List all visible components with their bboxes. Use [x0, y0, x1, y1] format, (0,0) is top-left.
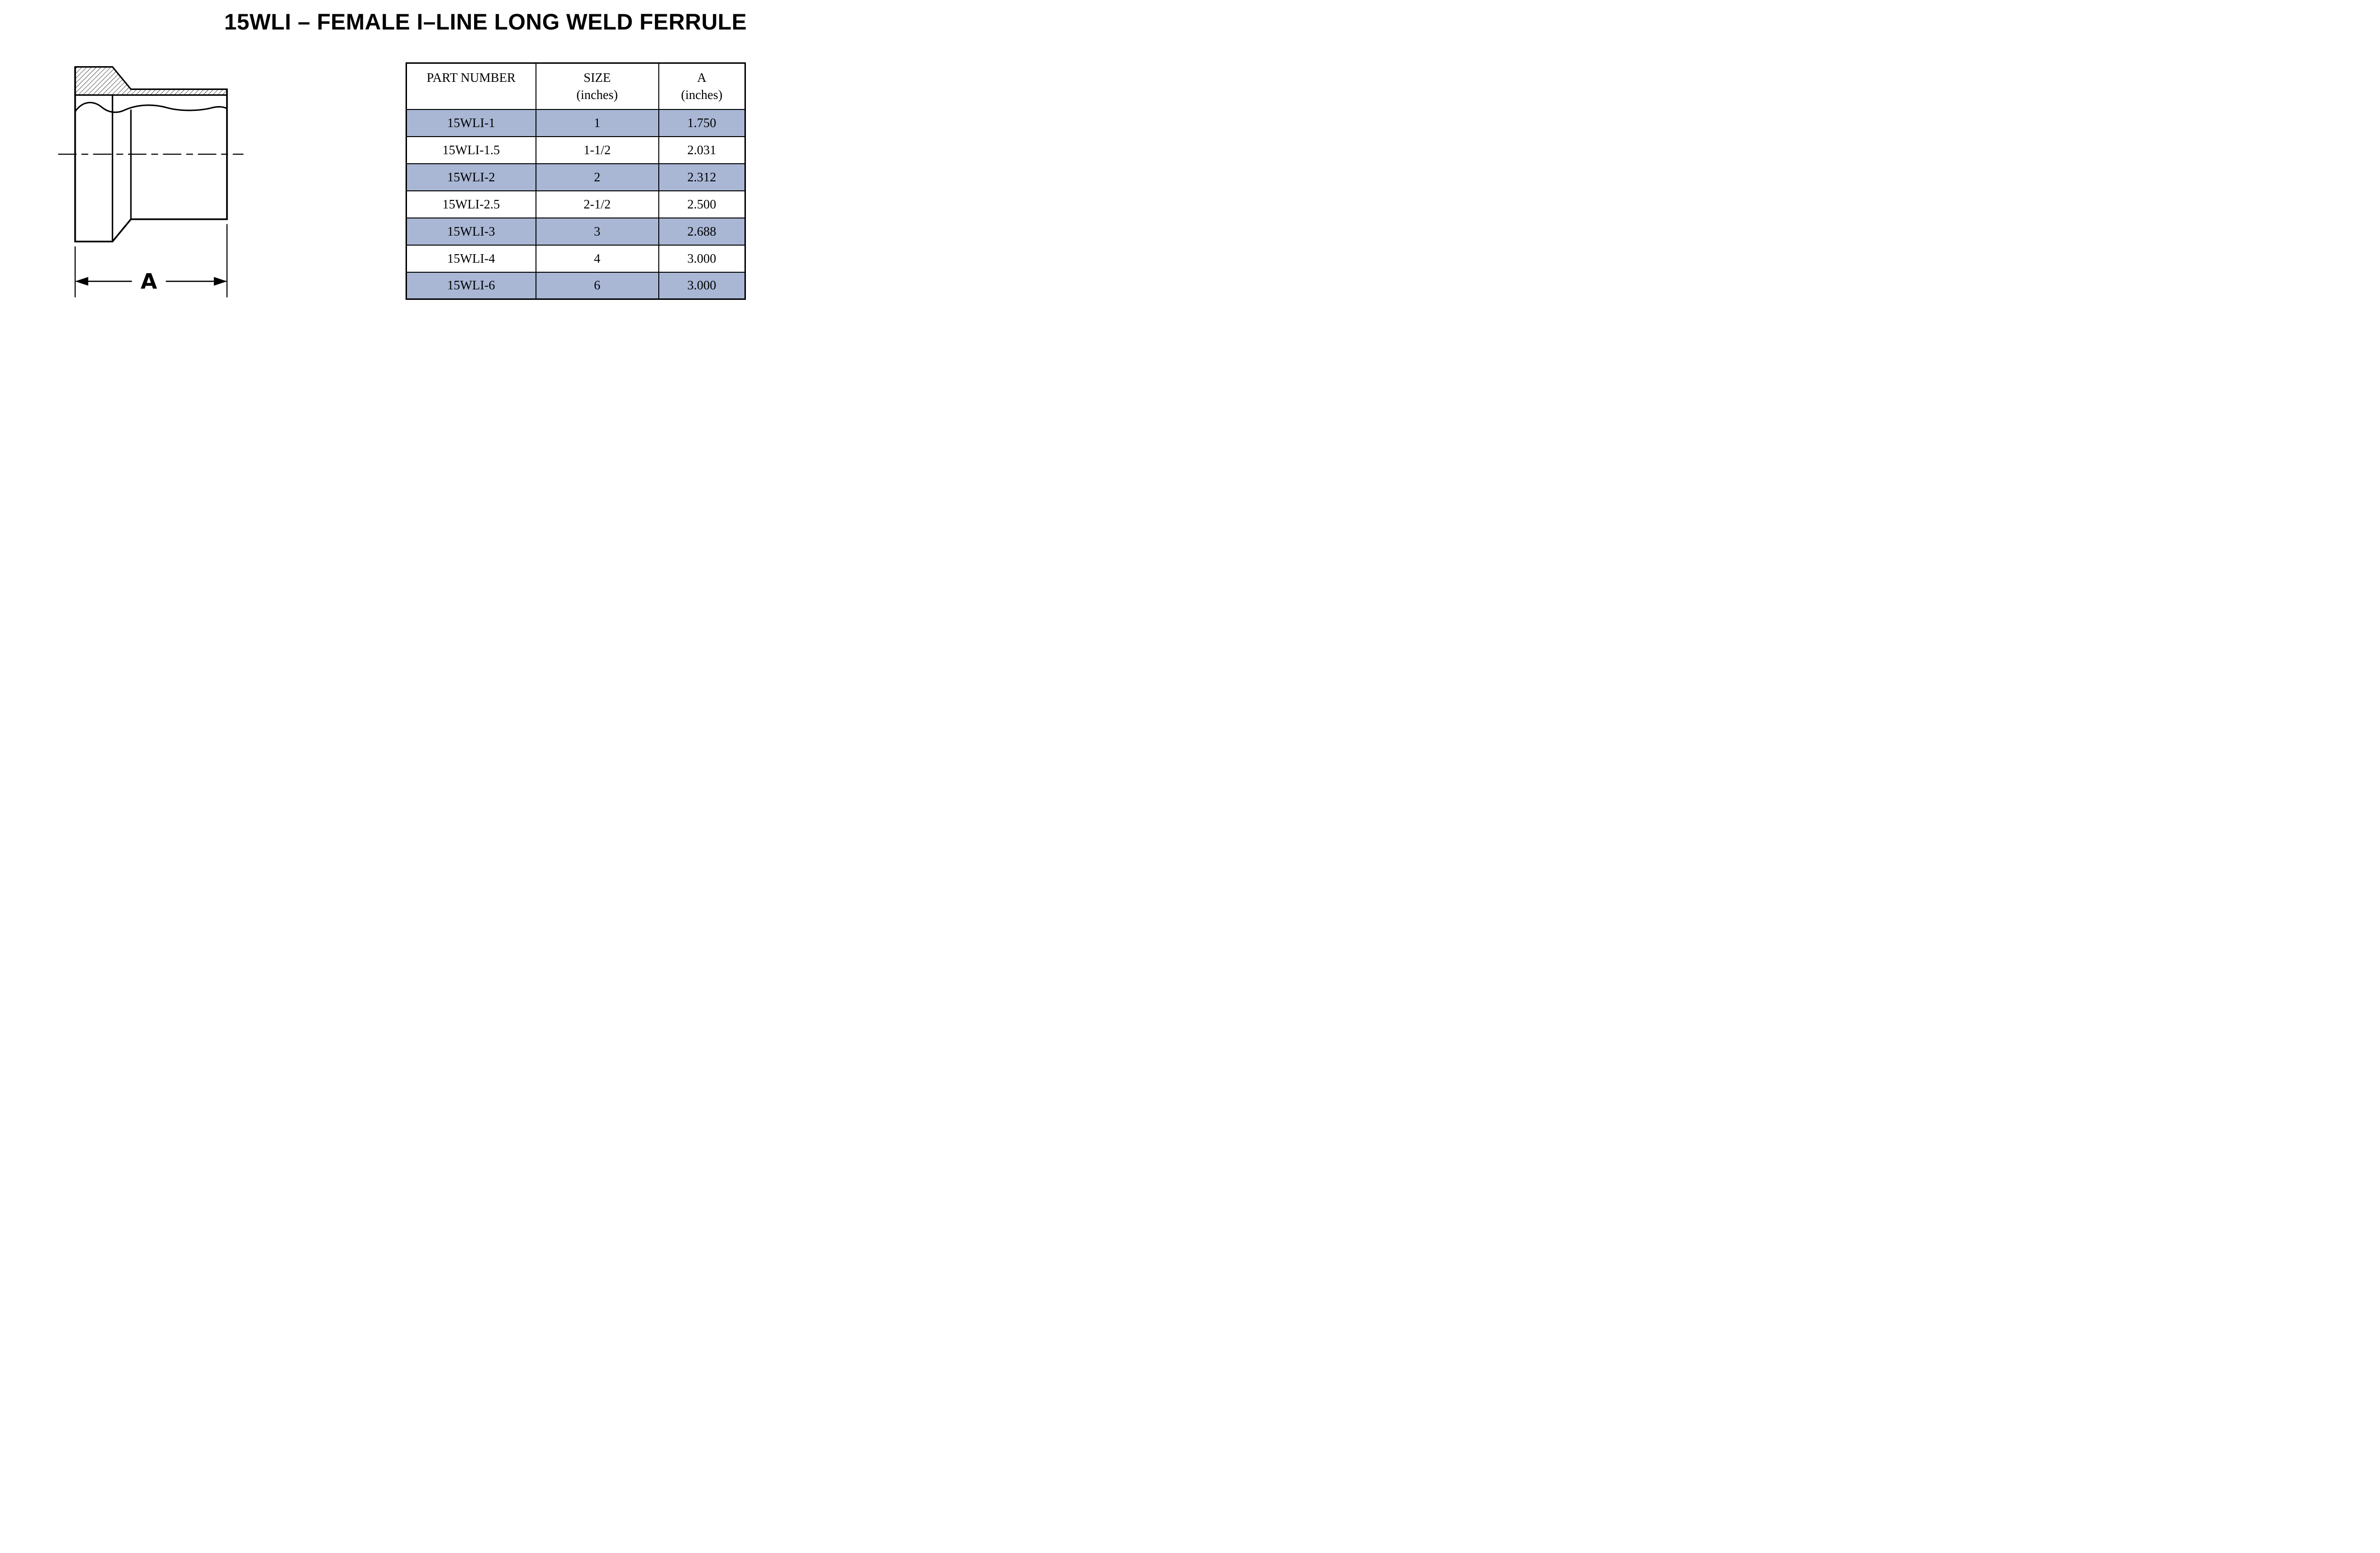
- ferrule-spec-table: PART NUMBER SIZE (inches) A (inches) 15W…: [406, 62, 746, 300]
- dimension-label: A: [140, 268, 157, 294]
- part-number-cell: 15WLI-2.5: [406, 190, 536, 218]
- table-row: 15WLI-3 3 2.688: [406, 217, 746, 246]
- arrowhead-right: [214, 277, 227, 286]
- part-number-cell: 15WLI-6: [406, 271, 536, 300]
- a-cell: 2.312: [658, 163, 746, 191]
- size-cell: 6: [535, 271, 659, 300]
- size-cell: 2: [535, 163, 659, 191]
- size-cell: 1-1/2: [535, 136, 659, 164]
- page-title: 15WLI – FEMALE I–LINE LONG WELD FERRULE: [224, 9, 747, 34]
- a-cell: 3.000: [658, 244, 746, 273]
- header-a-sub: (inches): [681, 88, 723, 102]
- size-cell: 2-1/2: [535, 190, 659, 218]
- header-a: A (inches): [658, 62, 746, 110]
- table-row: 15WLI-6 6 3.000: [406, 271, 746, 300]
- part-number-cell: 15WLI-1: [406, 109, 536, 137]
- ferrule-technical-drawing: A: [58, 66, 244, 297]
- part-number-cell: 15WLI-1.5: [406, 136, 536, 164]
- table-row: 15WLI-2.5 2-1/2 2.500: [406, 190, 746, 218]
- part-number-cell: 15WLI-4: [406, 244, 536, 273]
- header-size-label: SIZE: [584, 70, 611, 85]
- table-row: 15WLI-4 4 3.000: [406, 244, 746, 273]
- header-size-sub: (inches): [576, 88, 618, 102]
- header-a-label: A: [697, 70, 707, 85]
- ferrule-outline: [74, 67, 228, 243]
- a-cell: 2.688: [658, 217, 746, 246]
- table-row: 15WLI-1.5 1-1/2 2.031: [406, 136, 746, 164]
- a-cell: 3.000: [658, 271, 746, 300]
- spec-sheet-page: { "page": { "title": "15WLI – FEMALE I–L…: [0, 0, 762, 311]
- weld-contour-line: [74, 101, 228, 113]
- table-row: 15WLI-1 1 1.750: [406, 109, 746, 137]
- table-header-row: PART NUMBER SIZE (inches) A (inches): [406, 62, 746, 110]
- a-cell: 1.750: [658, 109, 746, 137]
- size-cell: 3: [535, 217, 659, 246]
- a-cell: 2.031: [658, 136, 746, 164]
- a-cell: 2.500: [658, 190, 746, 218]
- size-cell: 1: [535, 109, 659, 137]
- hatched-cross-section: [74, 66, 228, 96]
- part-number-cell: 15WLI-3: [406, 217, 536, 246]
- header-part-number-sub: [411, 86, 532, 103]
- header-part-number: PART NUMBER: [406, 62, 536, 110]
- part-number-cell: 15WLI-2: [406, 163, 536, 191]
- header-size: SIZE (inches): [535, 62, 659, 110]
- size-cell: 4: [535, 244, 659, 273]
- arrowhead-left: [75, 277, 89, 286]
- table-row: 15WLI-2 2 2.312: [406, 163, 746, 191]
- header-part-number-label: PART NUMBER: [426, 70, 516, 85]
